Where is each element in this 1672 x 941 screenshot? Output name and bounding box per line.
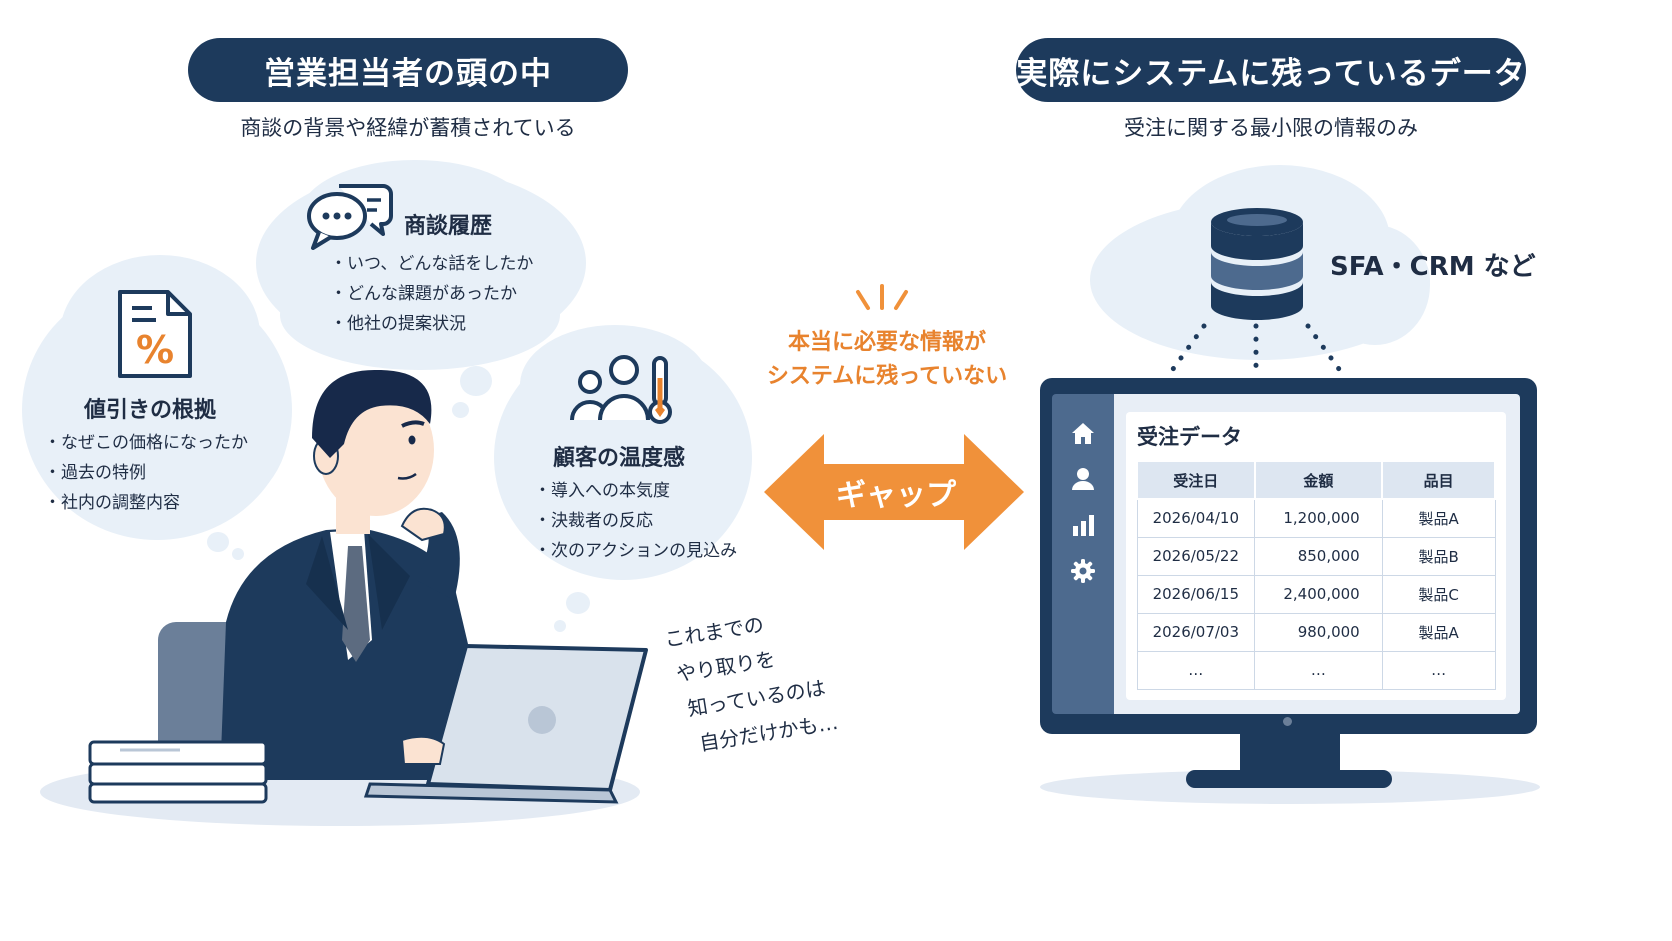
list-item: 導入への本気度 (534, 476, 737, 506)
cell-product: 製品A (1381, 612, 1496, 652)
svg-text:%: % (136, 328, 174, 372)
orders-table: 受注日 金額 品目 2026/04/10 1,200,000 製品A 2026/… (1136, 460, 1496, 690)
cell-order-date: 2026/04/10 (1136, 498, 1256, 538)
gap-double-arrow (764, 434, 1024, 550)
warning-line: システムに残っていない (766, 364, 1008, 389)
cell-order-date: 2026/06/15 (1136, 574, 1256, 614)
thought-bubble (232, 548, 244, 560)
inner-monologue: これまでの やり取りを 知っているのは 自分だけかも… (662, 597, 841, 764)
cell-order-date: … (1136, 650, 1256, 690)
app-sidebar (1052, 394, 1114, 714)
alert-burst-icon (856, 284, 908, 310)
table-row[interactable]: 2026/07/03 980,000 製品A (1136, 612, 1496, 652)
list-item: 決裁者の反応 (534, 506, 737, 536)
table-row[interactable]: … … … (1136, 650, 1496, 690)
table-row[interactable]: 2026/04/10 1,200,000 製品A (1136, 498, 1496, 538)
column-header-product: 品目 (1381, 460, 1496, 500)
cell-order-date: 2026/05/22 (1136, 536, 1256, 576)
right-subtitle: 受注に関する最小限の情報のみ (1124, 116, 1418, 140)
list-item: どんな課題があったか (330, 279, 533, 309)
gear-icon[interactable] (1070, 558, 1096, 584)
salesperson-illustration (40, 369, 648, 826)
cell-product: … (1381, 650, 1496, 690)
monitor-power-dot (1283, 717, 1292, 726)
list-deal-history: いつ、どんな話をしたか どんな課題があったか 他社の提案状況 (330, 249, 533, 339)
list-item: なぜこの価格になったか (44, 428, 248, 458)
thought-bubble (554, 620, 566, 632)
thought-bubble (460, 366, 492, 396)
left-subtitle: 商談の背景や経緯が蓄積されている (240, 116, 576, 140)
cell-order-date: 2026/07/03 (1136, 612, 1256, 652)
thought-bubble (452, 402, 469, 418)
monitor-base (1186, 770, 1392, 788)
list-item: いつ、どんな話をしたか (330, 249, 533, 279)
gap-label: ギャップ (836, 478, 956, 513)
cell-amount: 850,000 (1254, 536, 1383, 576)
cell-product: 製品A (1381, 498, 1496, 538)
database-icon (1211, 208, 1303, 320)
cell-product: 製品C (1381, 574, 1496, 614)
monitor-stand (1240, 730, 1340, 776)
thought-bubble (566, 592, 590, 614)
document-percent-icon: % (118, 290, 192, 378)
list-item: 過去の特例 (44, 458, 248, 488)
database-label: SFA・CRM など (1330, 252, 1536, 282)
cell-amount: 980,000 (1254, 612, 1383, 652)
box-title-discount-basis: 値引きの根拠 (84, 398, 217, 423)
box-title-deal-history: 商談履歴 (404, 214, 493, 239)
thought-bubble (207, 532, 229, 552)
right-heading: 実際にシステムに残っているデータ (1016, 38, 1526, 102)
list-item: 社内の調整内容 (44, 488, 248, 518)
warning-text: 本当に必要な情報が システムに残っていない (752, 326, 1022, 394)
people-thermometer-icon (570, 355, 672, 424)
list-item: 他社の提案状況 (330, 309, 533, 339)
box-title-customer-temperature: 顧客の温度感 (553, 446, 686, 471)
chat-bubbles-icon (307, 184, 393, 250)
column-header-amount: 金額 (1253, 460, 1384, 500)
dotted-connectors (1165, 323, 1347, 379)
list-discount-basis: なぜこの価格になったか 過去の特例 社内の調整内容 (44, 428, 248, 518)
bar-chart-icon[interactable] (1070, 512, 1096, 538)
cell-amount: … (1254, 650, 1383, 690)
table-row[interactable]: 2026/06/15 2,400,000 製品C (1136, 574, 1496, 614)
column-header-order-date: 受注日 (1136, 460, 1256, 500)
warning-line: 本当に必要な情報が (787, 330, 986, 355)
cell-amount: 1,200,000 (1254, 498, 1383, 538)
left-heading: 営業担当者の頭の中 (188, 38, 628, 102)
table-row[interactable]: 2026/05/22 850,000 製品B (1136, 536, 1496, 576)
list-customer-temperature: 導入への本気度 決裁者の反応 次のアクションの見込み (534, 476, 737, 566)
home-icon[interactable] (1070, 420, 1096, 446)
user-icon[interactable] (1070, 466, 1096, 492)
orders-title: 受注データ (1137, 425, 1242, 449)
table-header-row: 受注日 金額 品目 (1136, 460, 1496, 500)
list-item: 次のアクションの見込み (534, 536, 737, 566)
cell-amount: 2,400,000 (1254, 574, 1383, 614)
cell-product: 製品B (1381, 536, 1496, 576)
